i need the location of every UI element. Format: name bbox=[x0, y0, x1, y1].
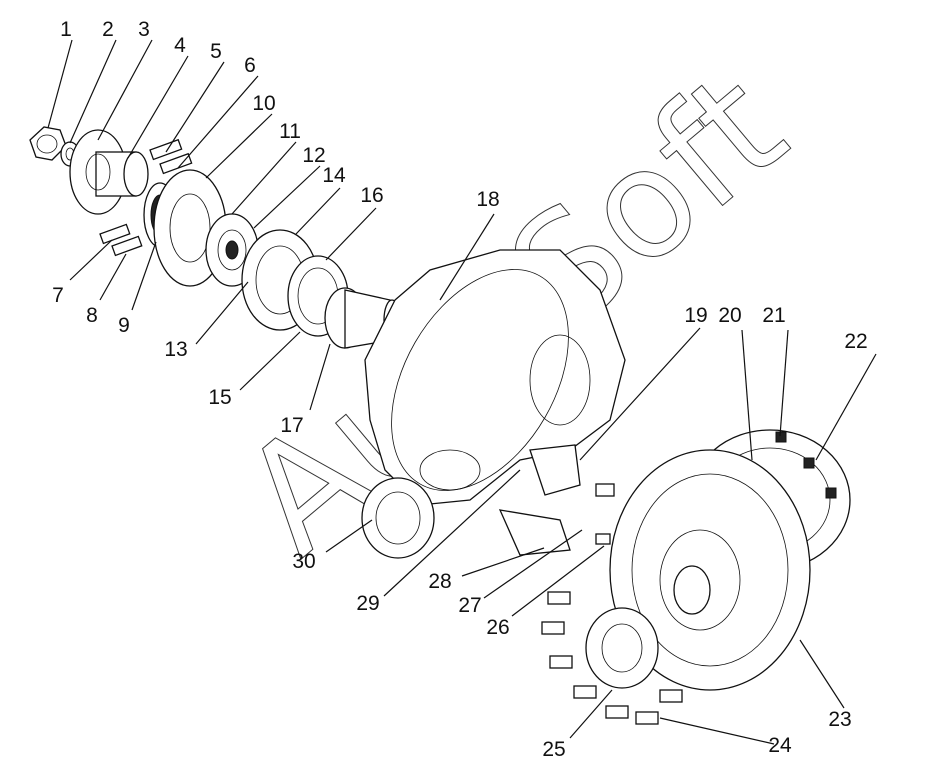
callout-label-26: 26 bbox=[486, 616, 509, 639]
leader-line-24 bbox=[659, 717, 775, 745]
leader-line-26 bbox=[511, 545, 605, 617]
leader-line-20 bbox=[741, 329, 753, 461]
callout-label-16: 16 bbox=[360, 184, 383, 207]
leader-line-12 bbox=[253, 165, 321, 229]
leader-line-5 bbox=[165, 61, 225, 153]
callout-label-13: 13 bbox=[164, 338, 187, 361]
callout-label-8: 8 bbox=[86, 304, 98, 327]
leader-line-4 bbox=[127, 55, 189, 159]
leader-line-13 bbox=[195, 281, 249, 345]
leader-line-27 bbox=[483, 529, 583, 599]
leader-line-18 bbox=[439, 213, 495, 301]
callout-label-9: 9 bbox=[118, 314, 130, 337]
callout-label-2: 2 bbox=[102, 18, 114, 41]
callout-label-23: 23 bbox=[828, 708, 851, 731]
callout-label-25: 25 bbox=[542, 738, 565, 761]
leader-line-17 bbox=[309, 343, 331, 411]
callout-label-17: 17 bbox=[280, 414, 303, 437]
leader-line-15 bbox=[239, 331, 301, 391]
leader-line-7 bbox=[69, 239, 113, 281]
leader-line-16 bbox=[325, 207, 377, 261]
callout-label-30: 30 bbox=[292, 550, 315, 573]
leader-line-23 bbox=[799, 639, 845, 709]
callout-label-15: 15 bbox=[208, 386, 231, 409]
callout-label-3: 3 bbox=[138, 18, 150, 41]
callout-label-6: 6 bbox=[244, 54, 256, 77]
leader-line-14 bbox=[295, 187, 341, 235]
part-bolts-upper bbox=[99, 138, 193, 257]
leader-line-21 bbox=[779, 329, 789, 437]
leader-line-8 bbox=[99, 253, 127, 301]
leader-line-9 bbox=[131, 241, 157, 311]
callout-label-1: 1 bbox=[60, 18, 72, 41]
part-flange bbox=[69, 129, 149, 215]
leader-line-30 bbox=[325, 519, 373, 553]
leader-line-6 bbox=[177, 75, 259, 169]
leader-line-19 bbox=[579, 327, 701, 461]
leader-line-11 bbox=[231, 141, 297, 215]
leader-line-22 bbox=[815, 353, 877, 461]
leader-line-3 bbox=[97, 39, 153, 141]
callout-label-21: 21 bbox=[762, 304, 785, 327]
part-bearing-cup bbox=[361, 477, 435, 559]
callout-label-7: 7 bbox=[52, 284, 64, 307]
part-carrier-housing bbox=[364, 249, 626, 506]
callout-label-14: 14 bbox=[322, 164, 346, 187]
callout-label-18: 18 bbox=[476, 188, 499, 211]
part-crown-wheel bbox=[609, 449, 811, 691]
leader-line-2 bbox=[69, 39, 117, 144]
part-side-bearing bbox=[585, 607, 659, 689]
callout-label-29: 29 bbox=[356, 592, 379, 615]
leader-line-29 bbox=[383, 469, 521, 597]
callout-label-27: 27 bbox=[458, 594, 481, 617]
leader-line-10 bbox=[205, 113, 273, 179]
part-bearing-caps bbox=[498, 444, 615, 556]
callout-label-24: 24 bbox=[768, 734, 792, 757]
callout-label-12: 12 bbox=[302, 144, 325, 167]
callout-label-5: 5 bbox=[210, 40, 222, 63]
leader-line-25 bbox=[569, 689, 613, 739]
callout-label-10: 10 bbox=[252, 92, 275, 115]
part-crown-wheel-bolts bbox=[541, 591, 683, 725]
callout-label-20: 20 bbox=[718, 304, 741, 327]
leader-line-28 bbox=[461, 547, 545, 577]
callout-label-11: 11 bbox=[279, 120, 301, 143]
callout-label-4: 4 bbox=[174, 34, 186, 57]
callout-label-28: 28 bbox=[428, 570, 451, 593]
leader-line-1 bbox=[47, 39, 73, 129]
callout-label-22: 22 bbox=[844, 330, 867, 353]
callout-label-19: 19 bbox=[684, 304, 707, 327]
